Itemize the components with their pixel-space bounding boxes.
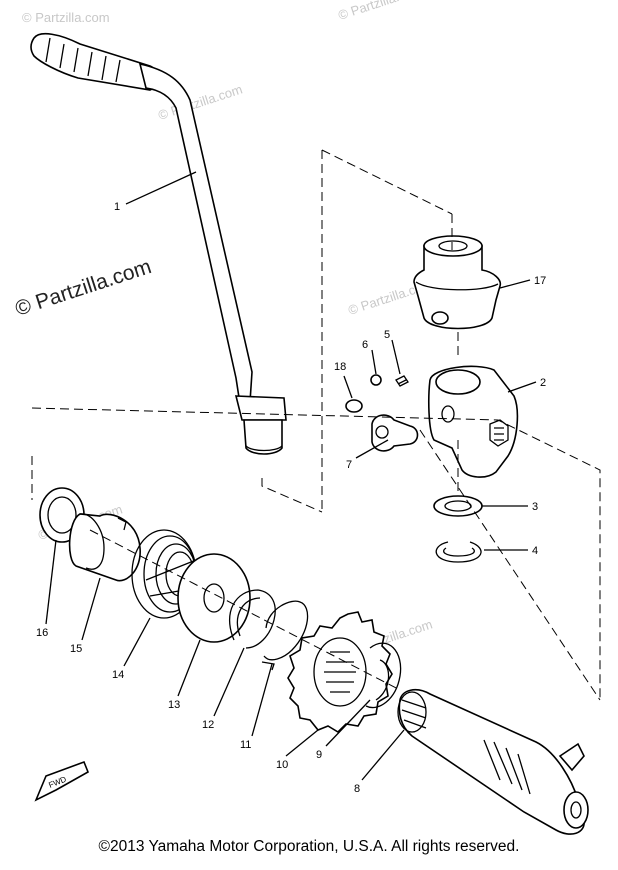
part-label-16: 16: [36, 627, 48, 639]
watermark-faint: © Partzilla.com: [336, 0, 424, 23]
kick-lever: [30, 32, 287, 455]
part-label-5: 5: [384, 329, 390, 341]
part-label-15: 15: [70, 643, 82, 655]
part-5-spring: [395, 375, 409, 387]
part-10-gear: [287, 611, 393, 734]
part-15-collar: [68, 513, 141, 582]
part-label-17: 17: [534, 275, 546, 287]
part-4-circlip: [435, 541, 482, 563]
part-label-3: 3: [532, 501, 538, 513]
part-2-ratchet: [428, 365, 519, 478]
part-11-ring: [261, 600, 309, 671]
part-label-6: 6: [362, 339, 368, 351]
part-18-cap: [345, 399, 363, 413]
fwd-arrow-icon: FWD: [34, 760, 90, 802]
part-label-1: 1: [114, 201, 120, 213]
part-9-clip: [365, 642, 402, 709]
part-label-12: 12: [202, 719, 214, 731]
part-label-10: 10: [276, 759, 288, 771]
part-label-18: 18: [334, 361, 346, 373]
part-17-cap: [413, 235, 502, 330]
part-13-washer: [177, 553, 251, 643]
leader-lines: [45, 171, 537, 781]
part-label-13: 13: [168, 699, 180, 711]
part-label-11: 11: [240, 739, 251, 751]
part-label-4: 4: [532, 545, 538, 557]
part-label-7: 7: [346, 459, 352, 471]
watermark-primary: © Partzilla.com: [12, 255, 154, 321]
part-label-14: 14: [112, 669, 124, 681]
part-12-clip: [229, 589, 276, 649]
watermark-faint: © Partzilla.com: [22, 10, 110, 25]
copyright-notice: ©2013 Yamaha Motor Corporation, U.S.A. A…: [98, 838, 520, 855]
part-label-9: 9: [316, 749, 322, 761]
assembly-outline: [31, 149, 601, 701]
part-label-2: 2: [540, 377, 546, 389]
part-8-shaft: [397, 688, 589, 835]
part-label-8: 8: [354, 783, 360, 795]
part-6-ball: [370, 374, 382, 386]
